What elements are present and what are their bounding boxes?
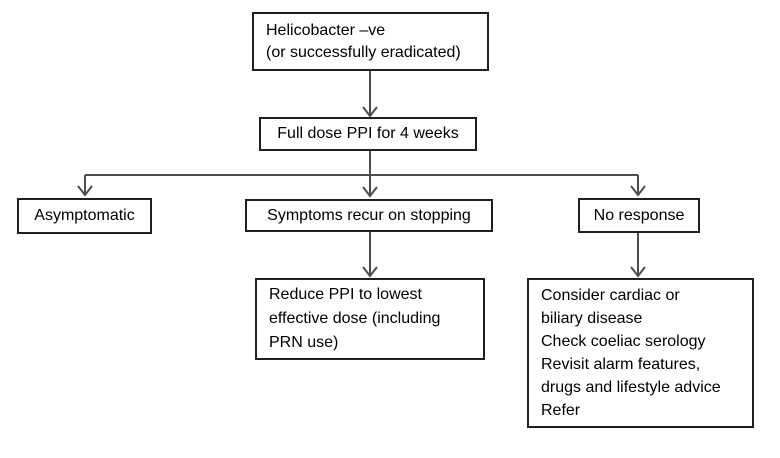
node-no-response: No response	[578, 198, 700, 233]
arrow-symptoms-to-reduce-ppi	[362, 232, 378, 278]
node-symptoms-recur: Symptoms recur on stopping	[245, 199, 493, 232]
node-helicobacter-negative: Helicobacter –ve (or successfully eradic…	[252, 12, 489, 71]
node-full-dose-ppi: Full dose PPI for 4 weeks	[259, 117, 477, 151]
node-no-response-actions: Consider cardiac or biliary disease Chec…	[527, 278, 754, 428]
arrow-helicobacter-to-ppi	[362, 71, 378, 118]
arrow-branch-to-no-response	[630, 175, 646, 197]
arrow-no-response-to-actions	[630, 233, 646, 278]
node-reduce-ppi: Reduce PPI to lowest effective dose (inc…	[255, 278, 485, 360]
arrow-branch-to-asymptomatic	[77, 175, 93, 197]
arrow-ppi-to-symptoms-recur	[362, 151, 378, 198]
node-asymptomatic: Asymptomatic	[17, 198, 152, 234]
